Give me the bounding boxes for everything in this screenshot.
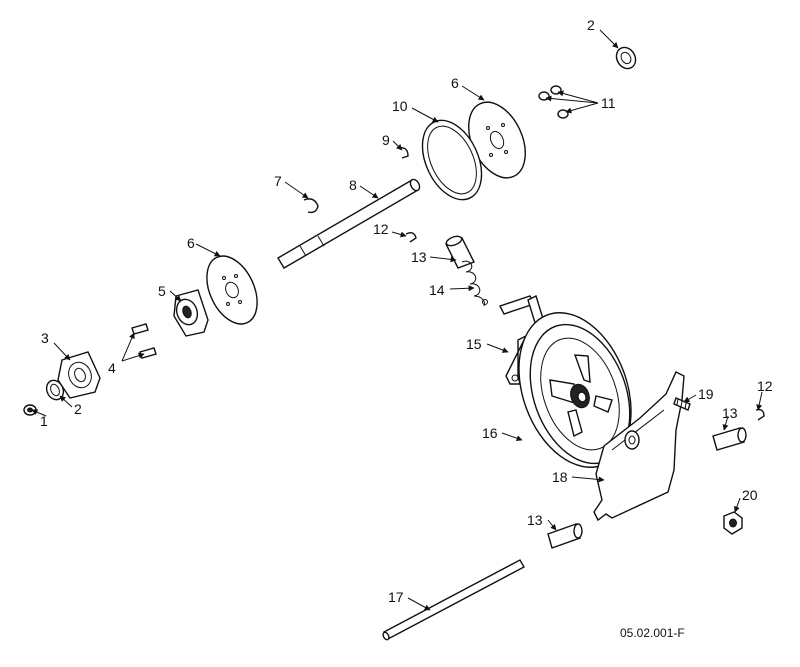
- callout-7: 7: [274, 173, 282, 189]
- part-17-rod: [382, 559, 525, 641]
- part-3-flange: [57, 351, 101, 399]
- part-12-clip-right: [755, 408, 765, 421]
- part-4-bolts: [131, 323, 157, 359]
- part-9-clip: [397, 146, 409, 159]
- callout-17: 17: [388, 589, 404, 605]
- part-18-bracket: [593, 371, 685, 522]
- callout-2-upper: 2: [587, 17, 595, 33]
- callout-11: 11: [601, 95, 616, 111]
- callout-6-left: 6: [187, 235, 195, 251]
- part-2-bearing-upper: [615, 46, 637, 70]
- callout-18: 18: [552, 469, 568, 485]
- callout-10: 10: [392, 98, 408, 114]
- part-13-spacer-right: [712, 427, 747, 451]
- callout-4: 4: [108, 360, 116, 376]
- part-10-friction-ring: [421, 119, 483, 201]
- part-7-retaining-ring: [303, 198, 319, 214]
- callout-1: 1: [40, 413, 48, 429]
- callout-13-right: 13: [722, 405, 738, 421]
- leader-lines: [31, 29, 763, 611]
- callout-9: 9: [382, 132, 390, 148]
- part-20-hex-nut: [723, 511, 743, 535]
- callout-19: 19: [698, 386, 714, 402]
- diagram-code: 05.02.001-F: [620, 626, 685, 640]
- callout-2-lower: 2: [74, 401, 82, 417]
- callout-15: 15: [466, 336, 482, 352]
- part-11-nuts: [538, 85, 569, 119]
- callout-20: 20: [742, 487, 758, 503]
- callout-6-right: 6: [451, 75, 459, 91]
- part-14-spring: [461, 260, 488, 307]
- callout-12-right: 12: [757, 378, 773, 394]
- callout-13-top: 13: [411, 249, 427, 265]
- part-8-hex-shaft: [277, 178, 421, 269]
- part-16-friction-wheel: [518, 312, 632, 468]
- callout-labels: 1 2 3 4 5 6 7 8 9 10 6 2 11 12 13 14 15 …: [40, 17, 773, 605]
- part-13-spacer-top: [445, 235, 475, 269]
- callout-8: 8: [349, 177, 357, 193]
- callout-5: 5: [158, 283, 166, 299]
- callout-3: 3: [41, 330, 49, 346]
- callout-13-bottom: 13: [527, 512, 543, 528]
- part-1-nut: [23, 404, 37, 416]
- callout-16: 16: [482, 425, 498, 441]
- part-13-spacer-bottom: [547, 523, 583, 549]
- callout-12-mid: 12: [373, 221, 389, 237]
- part-5-hub: [173, 289, 209, 337]
- callout-14: 14: [429, 282, 445, 298]
- part-12-clip-mid: [405, 231, 417, 243]
- part-6-plate-left: [206, 255, 258, 325]
